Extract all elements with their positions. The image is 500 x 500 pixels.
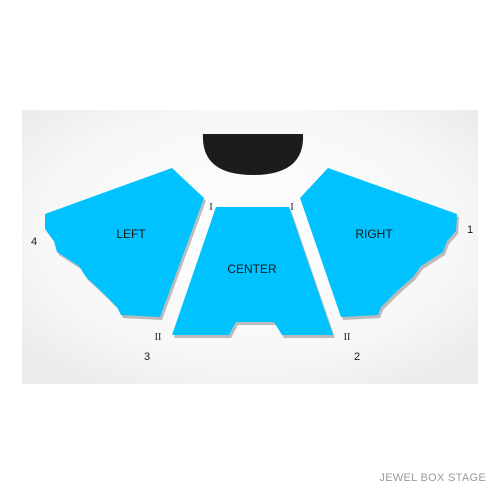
venue-name: JEWEL BOX STAGE: [379, 472, 486, 484]
aisle-mark-right-top: I: [290, 202, 293, 213]
entrance-3: 3: [144, 351, 150, 363]
entrance-1: 1: [467, 224, 473, 236]
section-left[interactable]: [45, 168, 206, 320]
section-right-label: RIGHT: [355, 227, 393, 241]
aisle-mark-left-top: I: [209, 202, 212, 213]
entrance-2: 2: [354, 351, 360, 363]
entrance-4: 4: [31, 236, 37, 248]
aisle-mark-right-bottom: II: [344, 332, 351, 343]
section-right[interactable]: [300, 168, 459, 320]
section-left-label: LEFT: [116, 227, 146, 241]
section-center-label: CENTER: [227, 262, 277, 276]
stage: [202, 134, 304, 175]
section-center[interactable]: [172, 207, 335, 338]
aisle-mark-left-bottom: II: [155, 332, 162, 343]
